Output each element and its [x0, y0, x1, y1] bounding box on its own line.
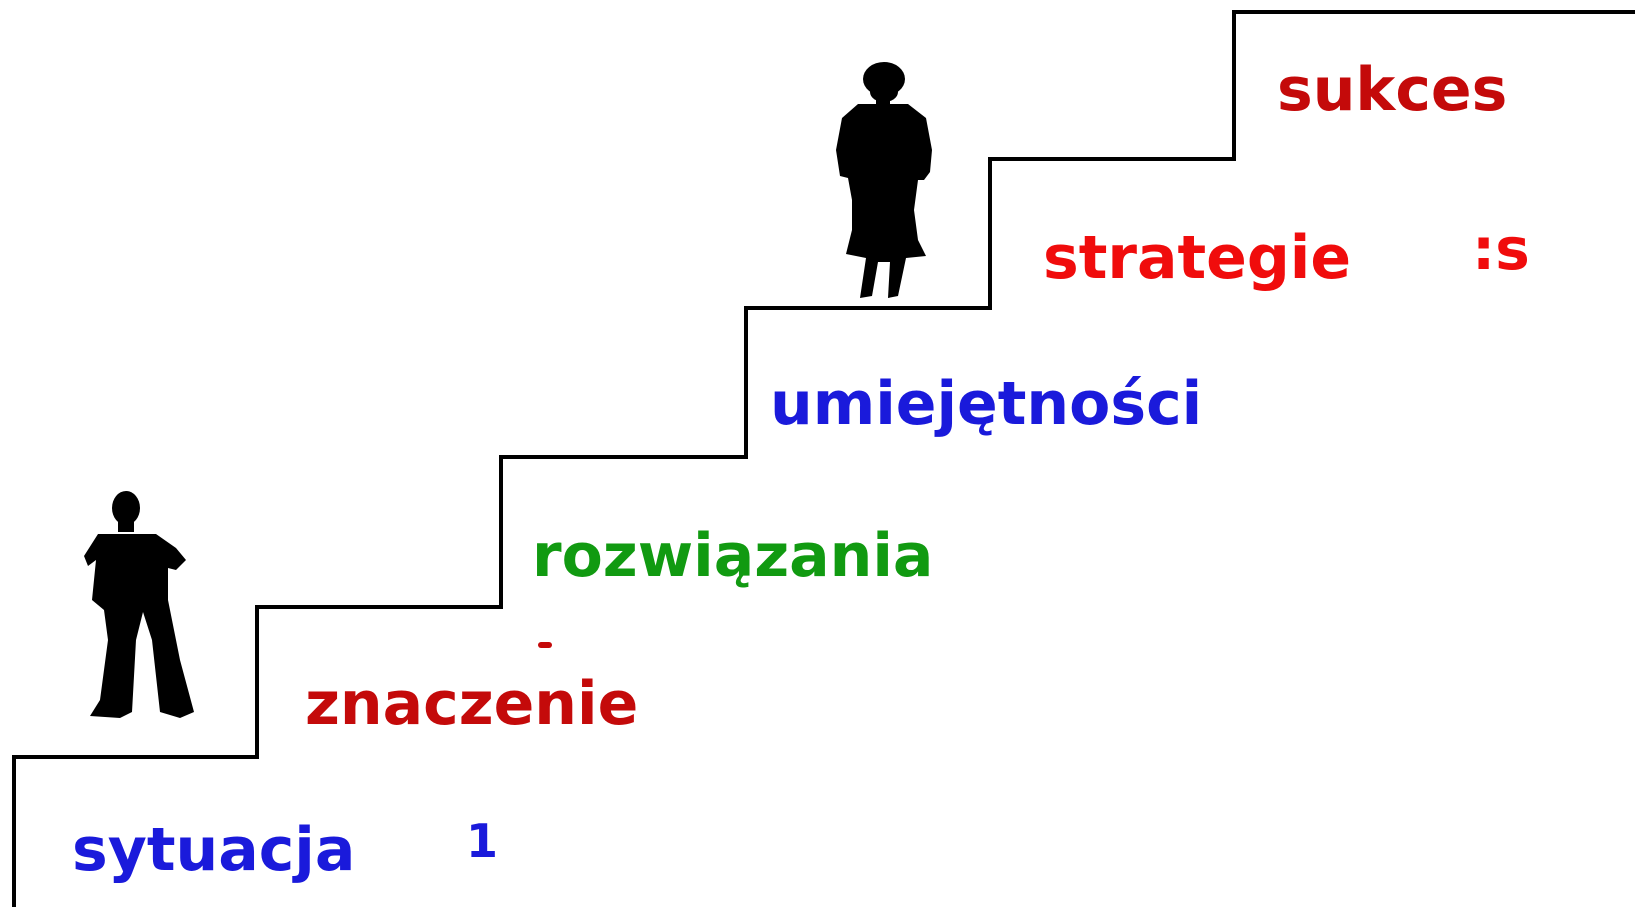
fragment-after-strategie: :s: [1472, 215, 1530, 283]
step-label-sukces: sukces: [1277, 55, 1508, 125]
fragment-after-sytuacja: 1: [466, 814, 499, 868]
step-label-rozwiazania: rozwiązania: [532, 521, 934, 591]
stray-mark: [538, 642, 552, 648]
step-label-sytuacja: sytuacja: [72, 815, 356, 885]
stair-line: [12, 10, 1635, 907]
woman-silhouette-icon: [836, 62, 932, 298]
step-label-strategie: strategie: [1043, 223, 1352, 293]
step-label-znaczenie: znaczenie: [305, 669, 639, 739]
step-label-umiejetnosci: umiejętności: [770, 369, 1203, 439]
man-silhouette-icon: [84, 491, 194, 718]
